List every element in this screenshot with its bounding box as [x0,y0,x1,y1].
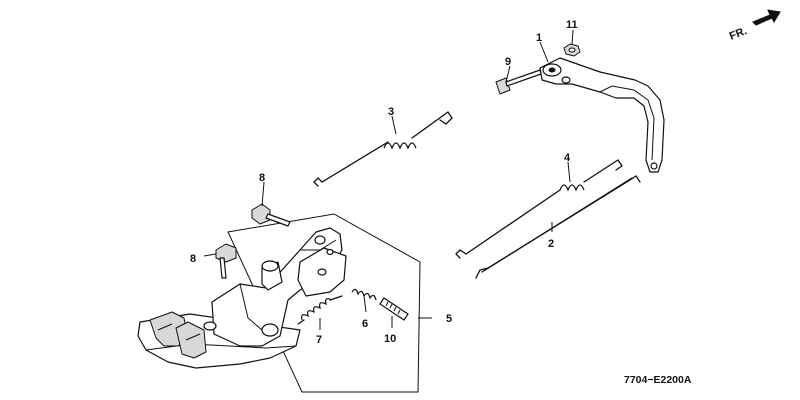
control-rod-part-2 [475,175,641,279]
bracket-assembly-outline [227,213,421,393]
front-direction-arrow-icon [752,9,781,26]
return-spring-part-3 [313,111,453,187]
bracket-plate-part [297,247,347,297]
flange-bolt-part-8-lower [215,243,237,279]
drawing-code: 7704−E2200A [624,374,692,386]
callout-6: 6 [362,318,368,330]
cable-spring-part-4 [455,159,623,259]
tension-spring-part-7 [297,295,343,325]
knob-part [261,260,283,291]
nut-part [563,43,581,57]
callout-11: 11 [566,19,578,31]
adjusting-bolt-part-10 [379,297,409,321]
callout-2: 2 [548,238,554,250]
lever-arm-part [539,57,665,173]
callout-5: 5 [446,313,452,325]
callout-9: 9 [505,56,511,68]
callout-10: 10 [384,333,396,345]
callout-1: 1 [536,32,542,44]
front-direction-label: FR. [728,25,749,43]
leader-lines [203,29,574,330]
flange-bolt-part-8-upper [251,203,291,227]
callout-8-lower: 8 [190,253,196,265]
callout-8-upper: 8 [259,172,265,184]
callout-7: 7 [316,334,322,346]
bolt-part-9 [495,69,542,95]
front-direction-indicator: FR. [728,9,781,43]
callout-3: 3 [388,106,394,118]
callout-4: 4 [564,152,571,164]
